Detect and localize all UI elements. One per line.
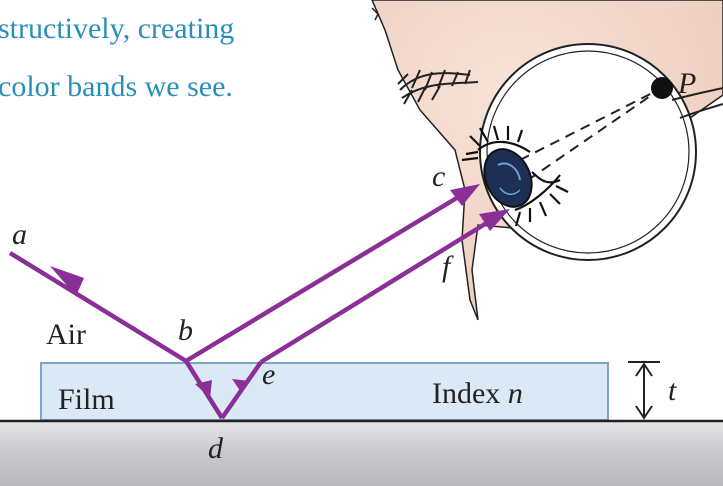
ray-arrowheads [50,184,510,398]
dashed-ray-upper [519,87,663,161]
label-c: c [432,160,445,193]
label-index-symbol: n [508,377,523,410]
eye-lens [483,148,533,208]
ray-b-to-c [184,188,472,363]
caption-line-2: color bands we see. [0,70,233,103]
caption-line-1: structively, creating [0,12,234,45]
retina-point-p [651,77,673,99]
label-index: Index n [432,377,523,410]
arrowhead-up [232,379,250,392]
ray-e-to-f [259,214,500,364]
arrowhead-incident [50,266,84,296]
eyebrow [397,69,479,105]
label-film: Film [58,383,115,416]
arrowhead-c [450,184,480,206]
label-b: b [178,314,193,347]
thickness-marker [628,361,660,420]
label-t: t [668,374,677,407]
label-d: d [208,432,224,465]
eyelashes [461,125,569,227]
arrowhead-down [195,380,212,398]
label-a: a [12,218,27,251]
ray-a-to-b [8,251,188,363]
optic-nerve [671,87,723,119]
label-e: e [262,358,275,391]
arrowhead-f [479,209,510,231]
label-p: P [677,67,696,100]
film-layer [40,362,609,421]
label-air: Air [46,318,86,351]
label-f: f [442,250,454,283]
label-index-word: Index [432,377,508,410]
substrate [0,420,723,486]
